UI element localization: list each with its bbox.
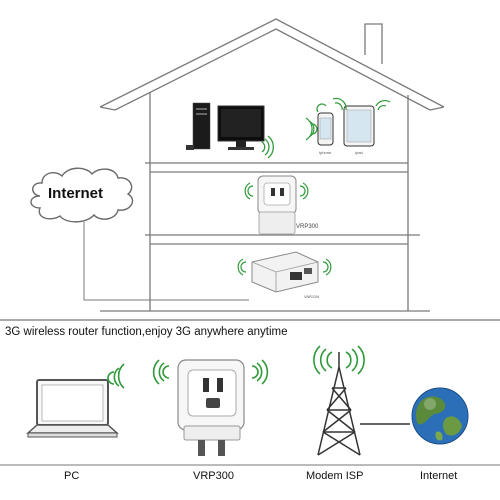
desk-router-label: VAR11N: [304, 294, 319, 299]
router-label: VRP300: [193, 470, 234, 482]
wifi-icon: [244, 182, 309, 200]
globe-icon: [411, 387, 469, 445]
desktop-computer-icon: [186, 102, 265, 150]
banner-headline: 3G wireless router function,enjoy 3G any…: [5, 326, 288, 338]
internet-cloud-label: Internet: [48, 185, 104, 202]
house-outline: [99, 18, 445, 312]
modem-isp-label: Modem ISP: [306, 470, 364, 482]
internet-label: Internet: [420, 470, 458, 482]
internet-cloud: [30, 167, 134, 223]
ipad-label: Ipad: [355, 150, 363, 155]
plug-router-icon: [257, 175, 297, 235]
iphone-icon: [317, 112, 334, 146]
iphone-label: Iphone: [319, 150, 332, 155]
desk-router-icon: [251, 251, 319, 293]
laptop-icon: [26, 379, 119, 438]
plug-router-icon: [177, 359, 245, 456]
wifi-icon: [305, 97, 391, 141]
wifi-icon: [261, 135, 274, 159]
wifi-icon: [107, 363, 125, 389]
plug-router-house-label: VRP300: [296, 224, 319, 230]
cloud-connector: [83, 222, 249, 301]
ipad-icon: [343, 105, 375, 147]
cell-tower-icon: [317, 352, 361, 456]
pc-label: PC: [64, 470, 80, 482]
wifi-icon: [152, 359, 269, 385]
wifi-icon: [237, 258, 332, 276]
wifi-icon: [313, 345, 365, 375]
